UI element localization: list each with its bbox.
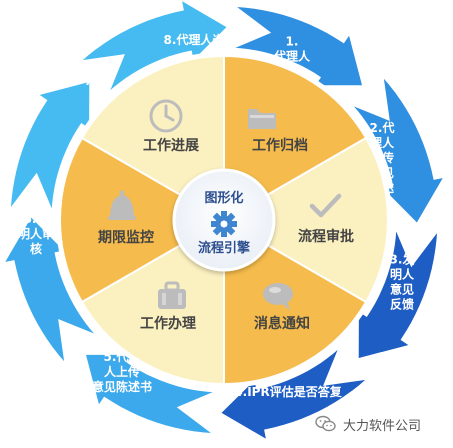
checkmark-icon bbox=[309, 193, 342, 218]
clock-icon bbox=[149, 99, 183, 133]
step-label-3: 3.发明人意见反馈 bbox=[390, 252, 416, 312]
watermark: 大力软件公司 bbox=[315, 412, 421, 436]
module-label-2: 流程审批 bbox=[298, 228, 354, 245]
module-wedge-3 bbox=[223, 218, 368, 386]
module-wedge-1 bbox=[223, 54, 368, 222]
center-title: 图形化 bbox=[204, 190, 243, 206]
module-label-3: 消息通知 bbox=[254, 315, 310, 332]
module-label-1: 工作归档 bbox=[252, 137, 308, 154]
module-wedge-2 bbox=[222, 136, 389, 304]
module-wedge-5 bbox=[59, 136, 227, 304]
bell-icon bbox=[108, 190, 136, 220]
center-subtitle: 流程引擎 bbox=[198, 240, 250, 256]
step-label-8: 8.代理人递交 bbox=[164, 32, 237, 47]
wechat-icon bbox=[315, 415, 336, 432]
briefcase-icon bbox=[158, 281, 186, 309]
module-label-4: 工作办理 bbox=[140, 315, 196, 332]
module-label-5: 期限监控 bbox=[98, 229, 154, 246]
module-wedge-4 bbox=[80, 218, 225, 386]
gear-icon bbox=[211, 211, 237, 237]
watermark-text: 大力软件公司 bbox=[343, 418, 422, 434]
step-label-4: 4.IPR评估是否答复 bbox=[234, 384, 342, 399]
folder-icon bbox=[248, 109, 276, 129]
step-label-6: 6.发明人审核 bbox=[18, 211, 54, 256]
module-wedge-6 bbox=[80, 54, 225, 222]
module-label-6: 工作进展 bbox=[143, 137, 199, 154]
speech-bubble-icon bbox=[263, 283, 293, 311]
